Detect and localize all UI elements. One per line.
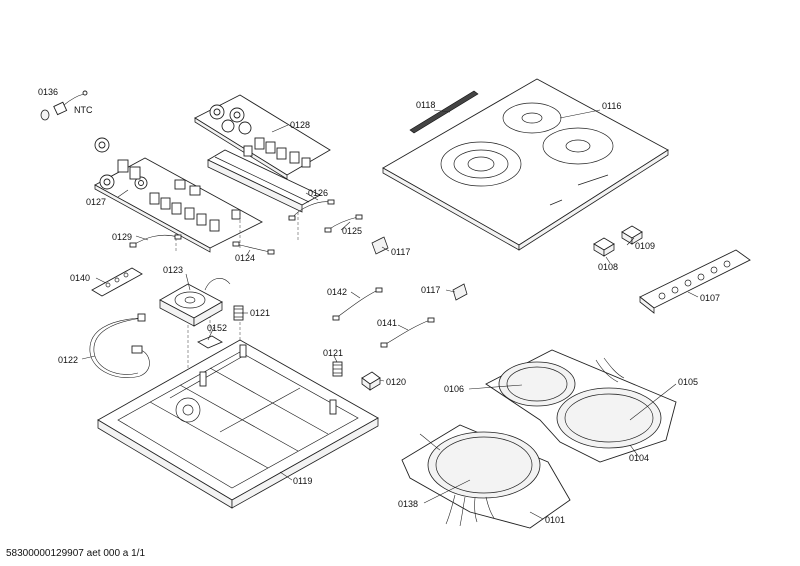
label-0120: 0120 (386, 377, 406, 387)
label-0119: 0119 (293, 476, 312, 486)
part-0116-glass-cooktop (382, 78, 669, 251)
label-0141: 0141 (377, 318, 397, 328)
part-0126-cable (288, 199, 335, 221)
label-0121-upper: 0121 (250, 308, 270, 318)
part-labels: 0136 NTC 0118 0116 0128 0127 0126 0125 0… (38, 87, 720, 525)
part-0108-knob (593, 237, 615, 257)
part-0125-cable (324, 214, 363, 233)
part-0118-strip (409, 90, 479, 134)
part-0101-coil-tray (401, 424, 571, 529)
label-0124: 0124 (235, 253, 255, 263)
label-0121-lower: 0121 (323, 348, 343, 358)
part-0121-spring-lower (332, 361, 343, 377)
part-0117-clip-lower (452, 283, 468, 301)
label-0104: 0104 (629, 453, 649, 463)
part-0129-cable (129, 234, 182, 248)
label-0108: 0108 (598, 262, 618, 272)
part-0140-display-board (91, 267, 143, 297)
part-0120-clamp (361, 371, 381, 391)
part-0107-control-strip (639, 249, 751, 314)
part-0109-knob (621, 225, 643, 245)
part-0122-mains-cable (89, 313, 150, 378)
label-0140: 0140 (70, 273, 90, 283)
label-0142: 0142 (327, 287, 347, 297)
label-0152: 0152 (207, 323, 227, 333)
label-0116: 0116 (602, 101, 621, 111)
part-0142-cable (332, 287, 383, 321)
label-0122: 0122 (58, 355, 78, 365)
label-0117-lower: 0117 (421, 285, 440, 295)
label-0109: 0109 (635, 241, 655, 251)
label-ntc: NTC (74, 105, 93, 115)
part-0124-cable (232, 241, 275, 255)
heat-sink (207, 149, 321, 213)
part-0141-cable (380, 317, 435, 348)
document-footer: 58300000129907 aet 000 a 1/1 (6, 548, 145, 559)
label-0129: 0129 (112, 232, 132, 242)
label-0106: 0106 (444, 384, 464, 394)
leader-lines (81, 109, 699, 520)
label-0136: 0136 (38, 87, 58, 97)
label-0128: 0128 (290, 120, 310, 130)
label-0101: 0101 (545, 515, 565, 525)
part-0117-clip-upper (371, 236, 389, 255)
label-0117-upper: 0117 (391, 247, 410, 257)
part-0136-ntc-sensor (40, 90, 88, 121)
label-0126: 0126 (308, 188, 328, 198)
part-0104-coil-carrier (485, 349, 677, 463)
part-0152-bracket (197, 335, 223, 349)
part-0121-spring-upper (233, 305, 244, 321)
label-0118: 0118 (416, 100, 435, 110)
label-0123: 0123 (163, 265, 183, 275)
label-0127: 0127 (86, 197, 106, 207)
label-0138: 0138 (398, 499, 418, 509)
part-0123-fan (159, 278, 231, 327)
label-0105: 0105 (678, 377, 698, 387)
label-0107: 0107 (700, 293, 720, 303)
part-0119-housing (97, 339, 379, 509)
label-0125: 0125 (342, 226, 362, 236)
